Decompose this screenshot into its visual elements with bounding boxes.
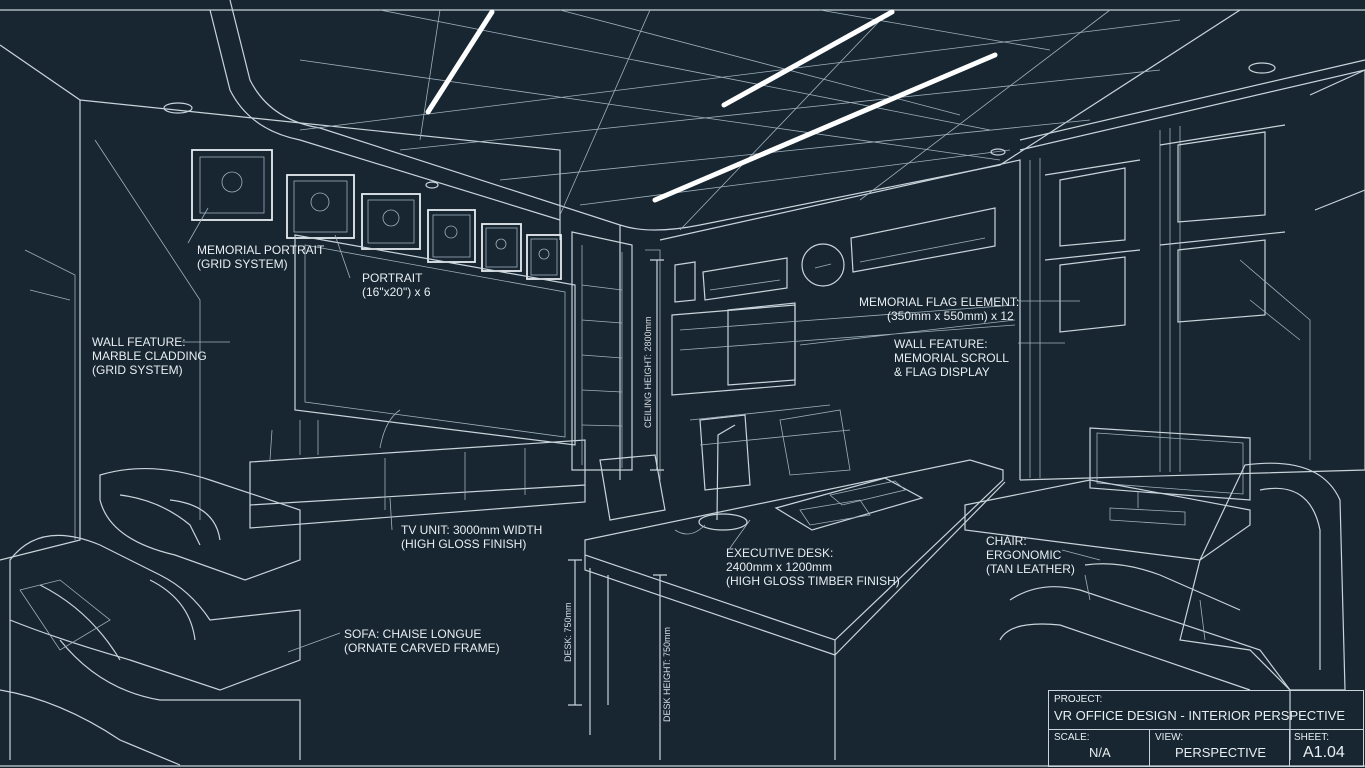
label-line: PORTRAIT	[362, 271, 423, 285]
scale-value: N/A	[1089, 745, 1111, 760]
label-chair: CHAIR: ERGONOMIC (TAN LEATHER)	[986, 534, 1075, 576]
label-executive-desk: EXECUTIVE DESK: 2400mm x 1200mm (HIGH GL…	[726, 546, 900, 588]
label-line: (HIGH GLOSS TIMBER FINISH)	[726, 574, 900, 588]
label-line: & FLAG DISPLAY	[894, 365, 990, 379]
ceiling-grid	[299, 9, 1181, 231]
executive-desk	[584, 424, 1006, 760]
sheet-label: SHEET:	[1294, 732, 1330, 743]
label-wall-marble: WALL FEATURE: MARBLE CLADDING (GRID SYST…	[92, 335, 207, 377]
view-label: VIEW:	[1155, 732, 1184, 743]
label-sofa: SOFA: CHAISE LONGUE (ORNATE CARVED FRAME…	[344, 627, 500, 655]
tv-wall	[249, 234, 586, 529]
label-line: (GRID SYSTEM)	[92, 363, 183, 377]
label-portrait: PORTRAIT (16"x20") x 6	[362, 271, 431, 299]
label-line: MEMORIAL SCROLL	[894, 351, 1009, 365]
label-line: WALL FEATURE:	[894, 337, 988, 351]
label-line: MEMORIAL PORTRAIT	[197, 243, 325, 257]
label-line: EXECUTIVE DESK:	[726, 546, 834, 560]
label-line: (HIGH GLOSS FINISH)	[401, 537, 527, 551]
label-line: (350mm x 550mm) x 12	[887, 309, 1014, 323]
label-line: (TAN LEATHER)	[986, 562, 1075, 576]
label-memorial-flag: MEMORIAL FLAG ELEMENT: (350mm x 550mm) x…	[859, 295, 1019, 323]
title-block-divider	[1289, 729, 1290, 766]
sheet-value: A1.04	[1303, 744, 1345, 761]
view-value: PERSPECTIVE	[1175, 745, 1267, 760]
label-wall-scroll: WALL FEATURE: MEMORIAL SCROLL & FLAG DIS…	[894, 337, 1009, 379]
ornate-sofas	[0, 467, 301, 766]
label-line: TV UNIT: 3000mm WIDTH	[401, 523, 543, 537]
label-line: (ORNATE CARVED FRAME)	[344, 641, 500, 655]
label-line: SOFA: CHAISE LONGUE	[344, 627, 482, 641]
project-value: VR OFFICE DESIGN - INTERIOR PERSPECTIVE	[1054, 708, 1346, 723]
label-line: (GRID SYSTEM)	[197, 257, 288, 271]
back-wall-fixtures	[671, 207, 1016, 396]
visitor-chairs	[599, 404, 851, 521]
dimension-ceiling-height: CEILING HEIGHT: 2800mm	[643, 316, 653, 428]
label-line: ERGONOMIC	[986, 548, 1062, 562]
computer-workstation	[964, 427, 1251, 561]
label-line: MARBLE CLADDING	[92, 349, 207, 363]
label-line: MEMORIAL FLAG ELEMENT:	[859, 295, 1020, 309]
title-block-divider	[1049, 729, 1363, 730]
portrait-frames	[191, 149, 562, 280]
dimension-desk: DESK: 750mm	[563, 602, 573, 662]
label-line: WALL FEATURE:	[92, 335, 186, 349]
downlights	[163, 62, 1276, 189]
executive-chair	[999, 462, 1346, 760]
room-shell	[0, 0, 1365, 561]
dimension-lines	[568, 259, 667, 760]
ceiling-light-strips	[425, 9, 998, 203]
leader-lines	[182, 207, 1101, 653]
title-block: PROJECT: VR OFFICE DESIGN - INTERIOR PER…	[1048, 690, 1364, 767]
scale-label: SCALE:	[1054, 732, 1090, 743]
flag-display-wall	[1019, 69, 1365, 481]
label-memorial-portrait: MEMORIAL PORTRAIT (GRID SYSTEM)	[197, 243, 324, 271]
title-block-divider	[1149, 729, 1150, 766]
label-line: (16"x20") x 6	[362, 285, 431, 299]
label-line: 2400mm x 1200mm	[726, 560, 833, 574]
label-line: CHAIR:	[986, 534, 1027, 548]
dimension-desk-height: DESK HEIGHT: 750mm	[662, 626, 672, 722]
project-label: PROJECT:	[1054, 694, 1103, 705]
shelving-unit	[571, 231, 661, 480]
label-tv-unit: TV UNIT: 3000mm WIDTH (HIGH GLOSS FINISH…	[401, 523, 542, 551]
